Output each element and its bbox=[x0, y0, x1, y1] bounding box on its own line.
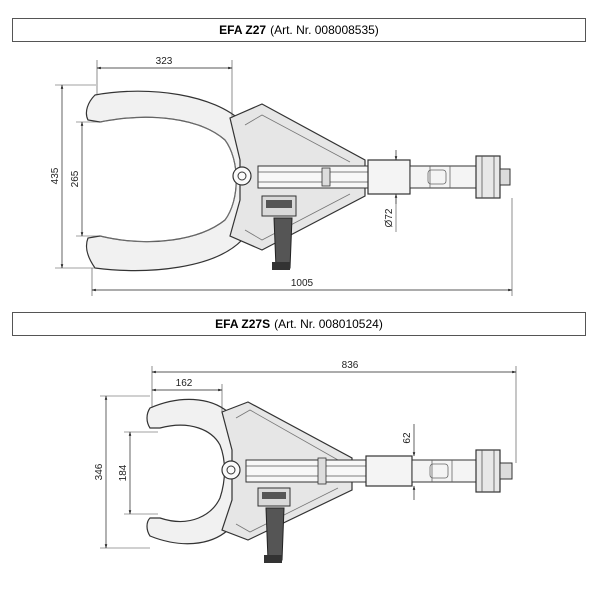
article-number: (Art. Nr. 008008535) bbox=[270, 23, 379, 37]
dim-total-length: 836 bbox=[342, 360, 359, 371]
drawing-z27: 323 1005 435 265 Ø72 bbox=[50, 56, 513, 296]
pivot bbox=[221, 460, 241, 480]
handle bbox=[273, 217, 293, 269]
model-name: EFA Z27 bbox=[219, 23, 267, 37]
cylinder bbox=[365, 455, 413, 487]
dim-jaw-width: 323 bbox=[156, 56, 173, 67]
dim-inner-height: 265 bbox=[70, 170, 81, 187]
pivot bbox=[232, 166, 252, 186]
article-number: (Art. Nr. 008010524) bbox=[274, 317, 383, 331]
dim-outer-height: 435 bbox=[50, 167, 61, 184]
handle bbox=[265, 507, 285, 561]
dim-jaw-width: 162 bbox=[176, 378, 193, 389]
end-connector bbox=[475, 449, 501, 493]
dim-tube-diameter: 62 bbox=[402, 432, 413, 444]
title-box-z27s: EFA Z27S (Art. Nr. 008010524) bbox=[12, 312, 586, 336]
model-name: EFA Z27S bbox=[215, 317, 271, 331]
drawing-z27s: 836 162 346 184 62 bbox=[94, 360, 517, 563]
dim-inner-height: 184 bbox=[118, 464, 129, 481]
jaw-outline bbox=[85, 90, 251, 272]
end-connector bbox=[475, 155, 501, 199]
cylinder bbox=[367, 159, 411, 195]
dim-total-length: 1005 bbox=[291, 278, 314, 289]
dim-tube-diameter: Ø72 bbox=[384, 208, 395, 227]
title-box-z27: EFA Z27 (Art. Nr. 008008535) bbox=[12, 18, 586, 42]
dim-outer-height: 346 bbox=[94, 463, 105, 480]
